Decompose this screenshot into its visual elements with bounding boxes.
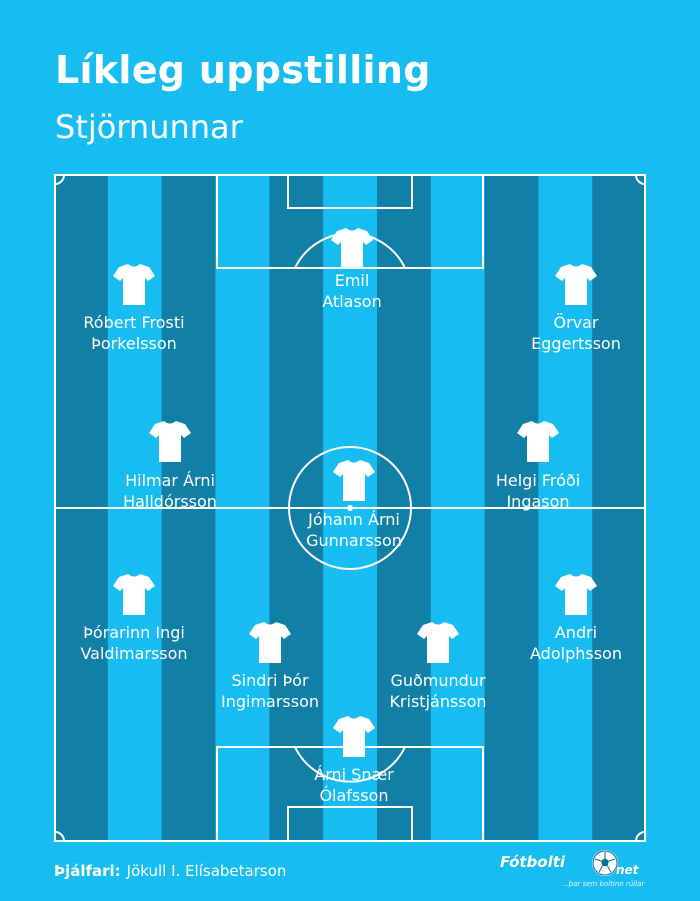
logo-brand: Fótbolti xyxy=(500,853,566,871)
logo-tagline: ...þar sem boltinn rúllar xyxy=(562,880,645,888)
page-title: Líkleg uppstilling xyxy=(55,48,431,92)
jersey-icon xyxy=(517,421,559,462)
jersey-icon xyxy=(333,716,375,757)
team-name: Stjörnunnar xyxy=(55,108,243,146)
jersey-icon xyxy=(555,574,597,615)
jersey-icon xyxy=(113,264,155,305)
logo-suffix: net xyxy=(616,863,639,877)
jersey-icon xyxy=(417,622,459,663)
jersey-icon xyxy=(555,264,597,305)
jersey-icon xyxy=(113,574,155,615)
fotbolti-net-logo: Fótbolti net ...þar sem boltinn rúllar xyxy=(500,850,650,896)
pitch-field xyxy=(54,174,646,842)
coach-label: Þjálfari: xyxy=(54,862,121,880)
coach-line: Þjálfari: Jökull I. Elísabetarson xyxy=(54,862,286,880)
jersey-icon xyxy=(333,460,375,501)
football-icon xyxy=(592,850,618,876)
jersey-icon xyxy=(249,622,291,663)
jersey-icon xyxy=(149,421,191,462)
jersey-icon xyxy=(331,228,373,269)
coach-name: Jökull I. Elísabetarson xyxy=(126,862,287,880)
